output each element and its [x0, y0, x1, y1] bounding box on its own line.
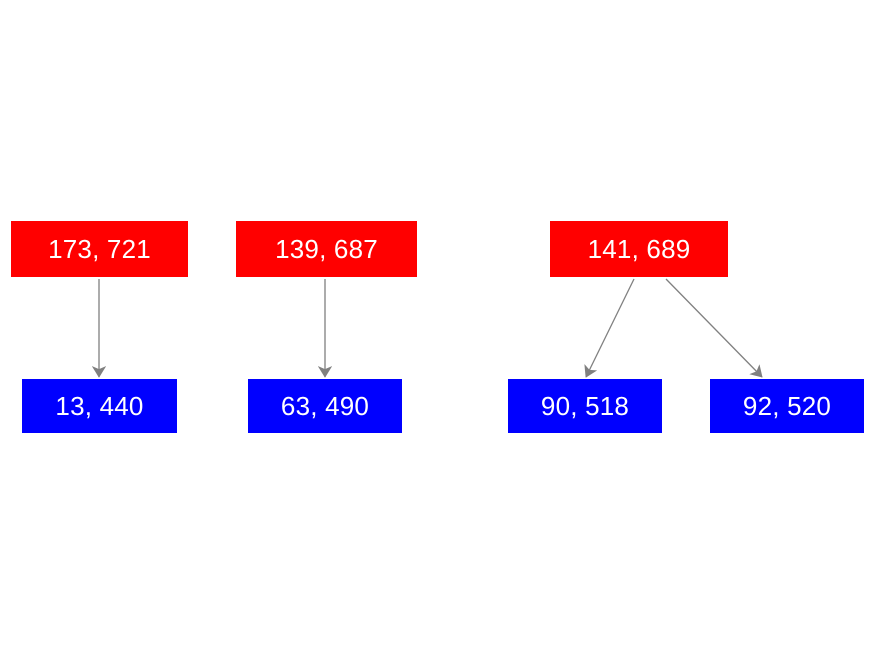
parent-node[interactable]: 141, 689 [550, 221, 728, 277]
parent-node[interactable]: 173, 721 [11, 221, 188, 277]
parent-node[interactable]: 139, 687 [236, 221, 417, 277]
child-node[interactable]: 63, 490 [248, 379, 402, 433]
node-label: 13, 440 [55, 391, 144, 421]
node-label: 139, 687 [275, 234, 378, 264]
node-label: 173, 721 [48, 234, 151, 264]
child-node[interactable]: 92, 520 [710, 379, 864, 433]
node-label: 90, 518 [540, 391, 630, 421]
node-label: 141, 689 [587, 234, 691, 264]
node-label: 92, 520 [742, 391, 832, 421]
child-node[interactable]: 90, 518 [508, 379, 662, 433]
edge-arrow [584, 278, 635, 378]
node-label: 63, 490 [280, 391, 370, 421]
edges-group [91, 278, 763, 378]
child-node[interactable]: 13, 440 [22, 379, 177, 433]
edge-arrow [665, 278, 763, 378]
